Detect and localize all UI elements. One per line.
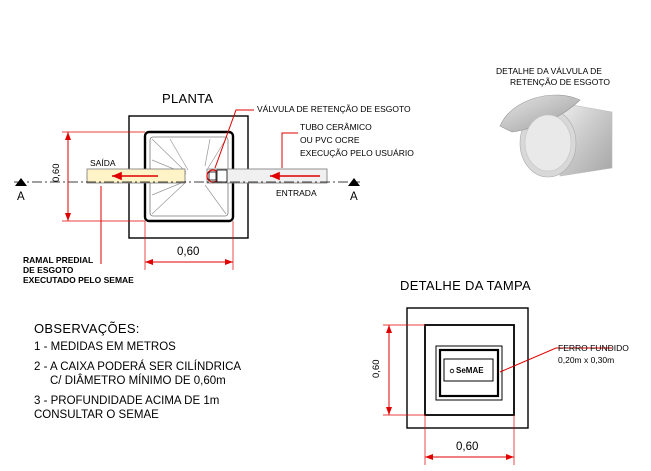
observacoes-title: OBSERVAÇÕES: [34, 321, 140, 336]
valve-detail-title-line2: RETENÇÃO DE ESGOTO [510, 77, 610, 87]
section-label-right: A [350, 191, 358, 203]
ferro-label-line1: FERRO FUNDIDO [558, 343, 629, 353]
section-label-left: A [17, 191, 25, 203]
tampa-dim-horizontal-label: 0,60 [456, 441, 479, 453]
leader-pipe [281, 132, 298, 168]
valve-label: VÁLVULA DE RETENÇÃO DE ESGOTO [257, 104, 411, 114]
ramal-label-line1: RAMAL PREDIAL [23, 255, 94, 265]
leader-ferro [499, 347, 612, 373]
section-marker-left [15, 178, 27, 186]
obs-item-1: 1 - MEDIDAS EM METROS [34, 341, 176, 353]
planta-title: PLANTA [162, 91, 214, 106]
saida-label: SAÍDA [90, 158, 116, 168]
obs-item-2-line2: C/ DIÂMETRO MÍNIMO DE 0,60m [50, 375, 226, 387]
semae-logo: SeMAE [456, 366, 484, 375]
ramal-label-line2: DE ESGOTO [23, 265, 74, 275]
section-marker-right [348, 178, 360, 186]
tampa-frame [424, 324, 515, 416]
obs-item-3-line1: 3 - PROFUNDIDADE ACIMA DE 1m [34, 395, 220, 407]
ferro-label-line2: 0,20m x 0,30m [558, 355, 615, 365]
tampa-cover-outer [435, 345, 503, 401]
pipe-label-line2: OU PVC OCRE [300, 135, 360, 145]
valve-3d-illustration [499, 94, 613, 178]
pipe-label-line1: TUBO CERÂMICO [300, 122, 372, 132]
tampa-dim-vertical-label: 0,60 [371, 359, 382, 379]
floor-slope-lines [151, 138, 227, 215]
tampa-title: DETALHE DA TAMPA [400, 278, 531, 293]
entrada-label: ENTRADA [276, 188, 317, 198]
planta-dim-horizontal-label: 0,60 [177, 246, 200, 258]
obs-item-3-line2: CONSULTAR O SEMAE [34, 409, 159, 421]
tampa-drawing [383, 307, 612, 465]
tampa-cover [438, 348, 500, 398]
planta-drawing [14, 109, 360, 270]
tampa-outer [406, 307, 529, 429]
ramal-label-line3: EXECUTADO PELO SEMAE [23, 275, 134, 285]
valve-detail-title-line1: DETALHE DA VÁLVULA DE [496, 66, 602, 76]
obs-item-2-line1: 2 - A CAIXA PODERÁ SER CILÍNDRICA [34, 361, 242, 373]
planta-dim-vertical-label: 0,60 [51, 163, 62, 183]
leader-valve [214, 109, 254, 169]
pipe-label-line3: EXECUÇÃO PELO USUÁRIO [300, 148, 414, 158]
logo-plate [443, 358, 494, 382]
